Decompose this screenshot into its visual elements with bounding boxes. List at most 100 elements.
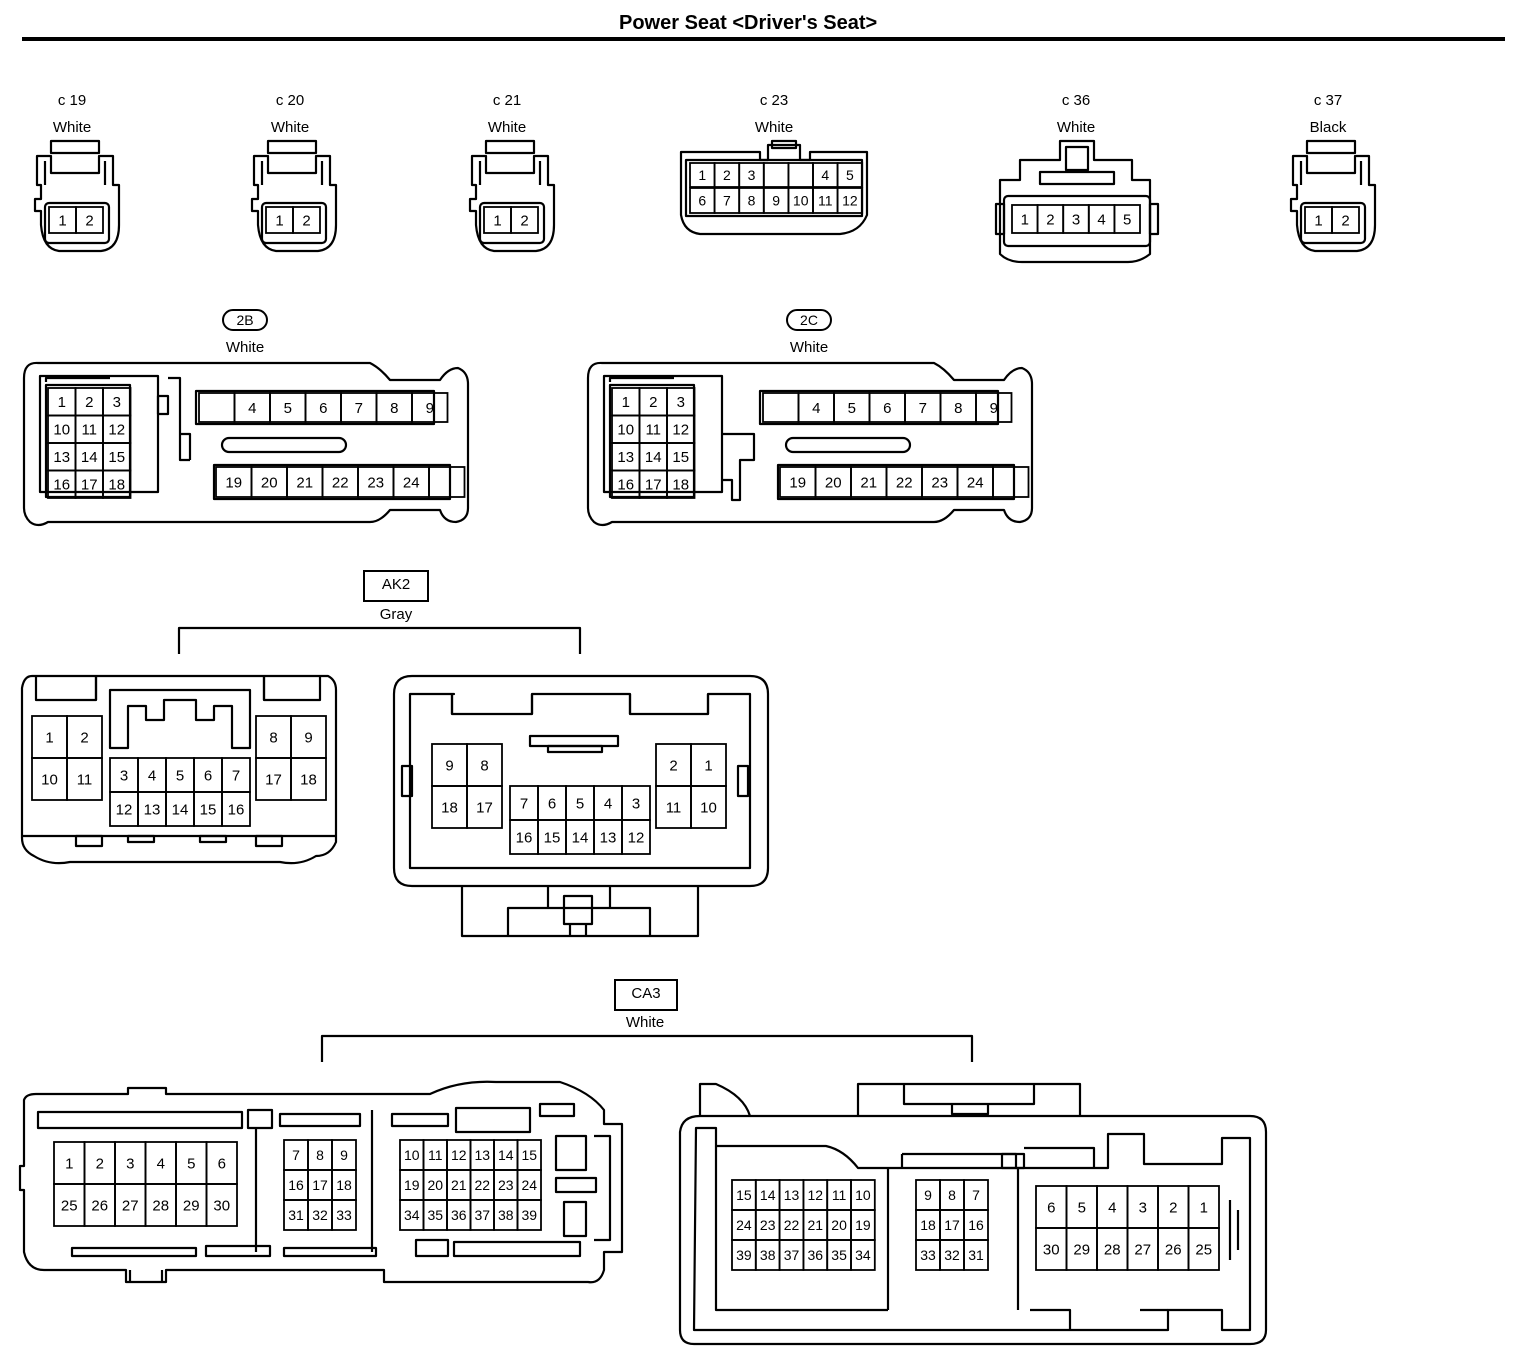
pin-cell xyxy=(992,466,1030,498)
pin-cell xyxy=(292,206,321,234)
pin-label: 18 xyxy=(300,771,317,788)
pin-label: 9 xyxy=(772,193,780,209)
pin-label: 13 xyxy=(474,1147,490,1163)
pin-label: 5 xyxy=(1123,211,1131,228)
pin-label: 12 xyxy=(628,829,645,846)
pin-label: 11 xyxy=(818,193,833,209)
pin-cell xyxy=(221,791,251,827)
pin-cell xyxy=(75,206,104,234)
pin-label: 10 xyxy=(617,422,634,439)
pin-label: 22 xyxy=(896,474,913,491)
pin-cell xyxy=(428,466,466,498)
pin-label: 2 xyxy=(96,1155,104,1172)
pin-label: 29 xyxy=(183,1197,200,1214)
pin-label: 2 xyxy=(85,394,93,411)
pin-label: 10 xyxy=(53,422,70,439)
pin-label: 5 xyxy=(848,400,856,417)
pin-label: 35 xyxy=(427,1207,443,1223)
pin-label: 30 xyxy=(1043,1241,1060,1258)
AK2-male-shape xyxy=(20,674,338,865)
pin-label: 12 xyxy=(842,193,858,209)
pin-label: 21 xyxy=(451,1177,467,1193)
pin-label: 9 xyxy=(304,729,312,746)
pin-label: 3 xyxy=(677,394,685,411)
pin-label: 37 xyxy=(784,1247,800,1263)
pin-label: 27 xyxy=(122,1197,139,1214)
pin-label: 7 xyxy=(232,767,240,784)
pin-label: 3 xyxy=(1139,1199,1147,1216)
pin-label: 15 xyxy=(736,1187,752,1203)
pin-label: 25 xyxy=(61,1197,78,1214)
pin-label: 35 xyxy=(831,1247,847,1263)
pin-label: 17 xyxy=(476,799,493,816)
c19-color: White xyxy=(52,119,92,136)
c20-connector-shape xyxy=(250,139,338,253)
pin-label: 21 xyxy=(296,474,313,491)
pin-label: 3 xyxy=(126,1155,134,1172)
connector-2B-color: White xyxy=(225,339,265,356)
connector-AK2-color: Gray xyxy=(379,606,413,623)
c36-color: White xyxy=(1056,119,1096,136)
pin-cell xyxy=(1331,206,1360,234)
pin-label: 1 xyxy=(58,212,66,229)
pin-label: 7 xyxy=(723,193,731,209)
pin-label: 1 xyxy=(45,729,53,746)
pin-label: 19 xyxy=(789,474,806,491)
CA3-female-shape xyxy=(678,1082,1268,1346)
pin-cell xyxy=(963,1239,989,1271)
pin-label: 8 xyxy=(954,400,962,417)
c37-code: c 37 xyxy=(1313,92,1343,109)
pin-label: 10 xyxy=(700,799,717,816)
pin-label: 11 xyxy=(81,422,97,439)
pin-label: 26 xyxy=(91,1197,108,1214)
pin-label: 18 xyxy=(672,477,689,494)
pin-label: 21 xyxy=(808,1217,824,1233)
pin-label: 6 xyxy=(204,767,212,784)
pin-label: 22 xyxy=(474,1177,490,1193)
pin-label: 15 xyxy=(544,829,561,846)
pin-label: 18 xyxy=(920,1217,936,1233)
connector-2B-tag: 2B xyxy=(222,309,268,331)
pin-cell xyxy=(466,785,503,829)
connector-CA3-color: White xyxy=(625,1014,665,1031)
pin-label: 23 xyxy=(931,474,948,491)
pin-label: 16 xyxy=(617,477,634,494)
pin-label: 33 xyxy=(920,1247,936,1263)
pin-label: 14 xyxy=(81,449,98,466)
pin-label: 37 xyxy=(474,1207,490,1223)
pin-label: 3 xyxy=(113,394,121,411)
c36-code: c 36 xyxy=(1061,92,1091,109)
pin-label: 18 xyxy=(336,1177,352,1193)
pin-label: 7 xyxy=(292,1147,300,1163)
pin-label: 4 xyxy=(1108,1199,1116,1216)
pin-label: 8 xyxy=(390,400,398,417)
pin-label: 14 xyxy=(172,801,189,818)
pin-label: 6 xyxy=(698,193,706,209)
pin-label: 29 xyxy=(1073,1241,1090,1258)
pin-cell xyxy=(290,757,327,801)
pin-label: 10 xyxy=(855,1187,871,1203)
pin-cell xyxy=(690,785,727,829)
pin-label: 5 xyxy=(1078,1199,1086,1216)
pin-label: 15 xyxy=(672,449,689,466)
pin-label: 7 xyxy=(520,795,528,812)
pin-label: 12 xyxy=(808,1187,824,1203)
AK2-female-shape xyxy=(392,674,770,938)
pin-label: 4 xyxy=(148,767,156,784)
pin-cell xyxy=(1113,204,1141,234)
connector-CA3-tag: CA3 xyxy=(614,979,678,1011)
pin-cell xyxy=(411,392,449,423)
pin-label: 11 xyxy=(77,771,93,788)
pin-cell xyxy=(621,819,651,855)
pin-label: 8 xyxy=(948,1187,956,1203)
pin-label: 16 xyxy=(228,801,245,818)
pin-label: 1 xyxy=(698,167,706,183)
pin-label: 7 xyxy=(972,1187,980,1203)
